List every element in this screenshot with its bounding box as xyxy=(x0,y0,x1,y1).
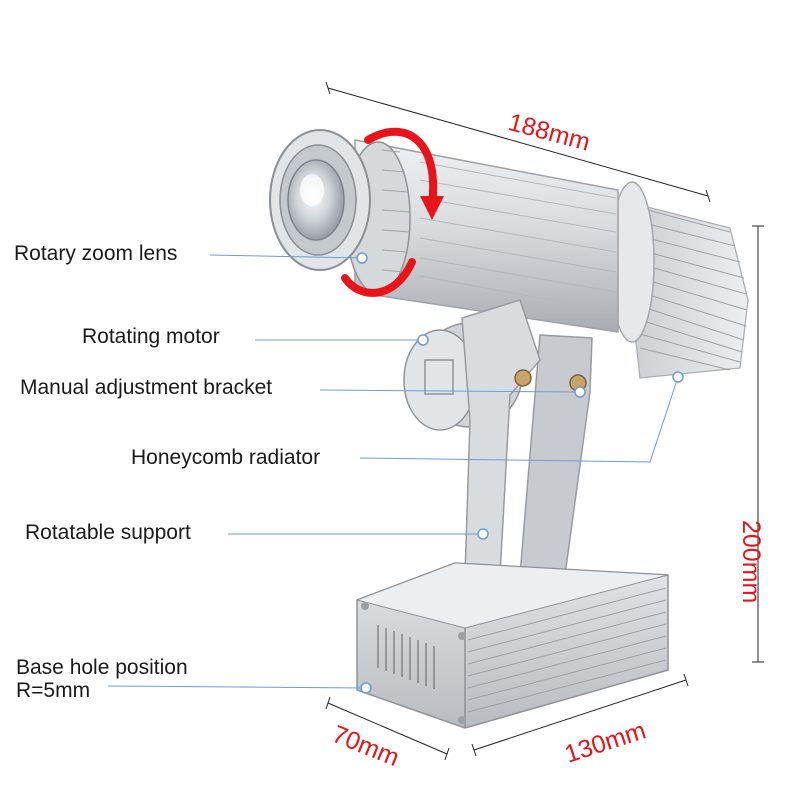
zoom-rotation-arrow-icon xyxy=(341,127,444,297)
label-manual-adjustment-bracket: Manual adjustment bracket xyxy=(20,376,273,399)
label-rotating-motor: Rotating motor xyxy=(82,325,220,348)
rotatable-support-front-arm xyxy=(461,299,541,576)
radiator-marker xyxy=(672,371,684,383)
lens-marker xyxy=(356,252,368,264)
base-box xyxy=(355,562,669,729)
dimension-height: 200mm xyxy=(737,520,765,604)
label-base-hole-radius: R=5mm xyxy=(16,679,91,702)
rotatable-support-rear-arm xyxy=(519,334,593,576)
motor-marker xyxy=(417,334,429,346)
bracket-marker xyxy=(574,386,586,398)
label-base-hole-position: Base hole position xyxy=(16,656,188,679)
base-hole-marker xyxy=(360,682,372,694)
label-rotatable-support: Rotatable support xyxy=(25,521,191,544)
label-rotary-zoom-lens: Rotary zoom lens xyxy=(14,242,178,265)
zoom-ring-grip xyxy=(381,149,411,273)
adjustment-bolt-left xyxy=(514,369,532,387)
support-marker xyxy=(477,528,489,540)
rotary-zoom-lens xyxy=(269,129,371,271)
callout-markers xyxy=(356,252,684,694)
vent-slots xyxy=(377,625,435,689)
dimension-lines xyxy=(325,81,764,761)
leader-lines xyxy=(107,254,679,689)
projector-body xyxy=(354,139,619,333)
label-honeycomb-radiator: Honeycomb radiator xyxy=(131,446,321,469)
